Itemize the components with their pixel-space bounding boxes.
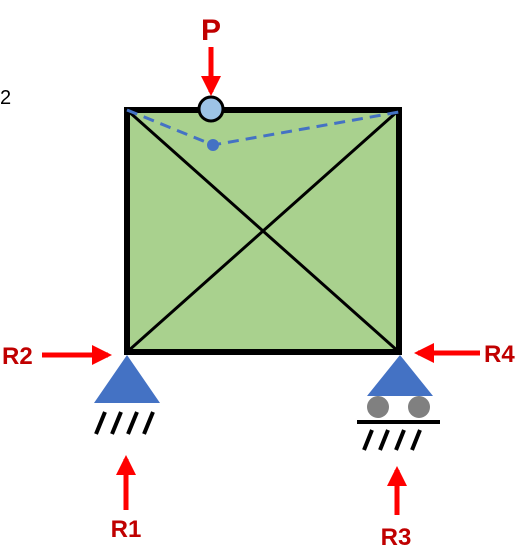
roller-wheel-2 [408,396,430,418]
load-node [197,95,225,123]
roller-support [367,355,433,396]
pin-support [94,355,160,403]
reaction-label-r2: R2 [2,343,33,370]
reaction-label-r1: R1 [111,516,142,543]
ground-hatch-right [362,429,422,451]
roller-wheel-1 [367,396,389,418]
reaction-label-r4: R4 [484,341,515,368]
load-label: P [201,14,221,47]
deflected-node [207,139,219,151]
ground-hatch-left [94,411,155,435]
margin-fragment-text: 2 [0,87,11,109]
diagonal-member-2 [126,108,400,354]
reaction-label-r3: R3 [381,524,412,551]
